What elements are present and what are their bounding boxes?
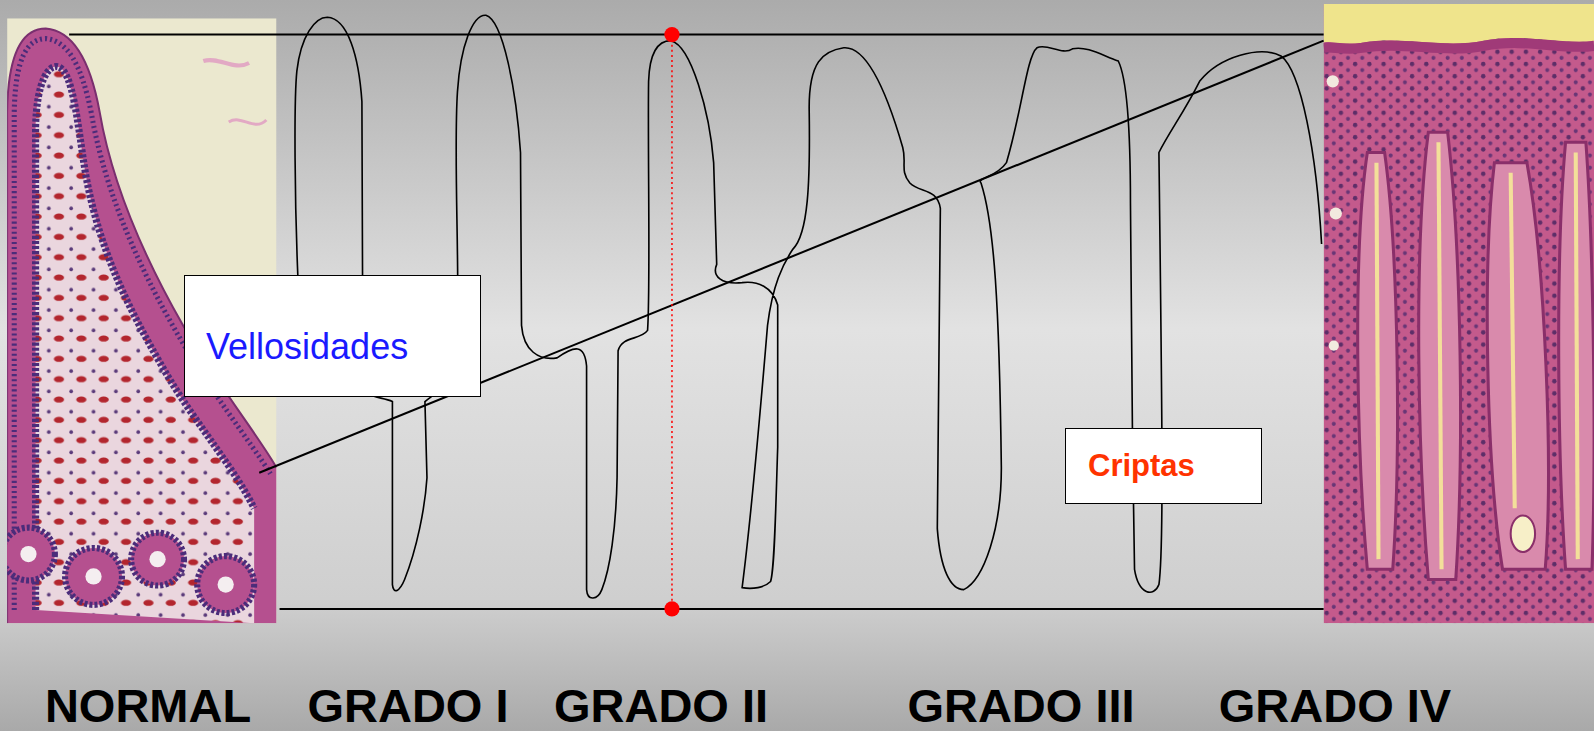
crypt bbox=[1487, 163, 1548, 570]
grade-label: NORMAL bbox=[45, 682, 251, 729]
measure-dot bbox=[664, 601, 679, 616]
label-box: Vellosidades bbox=[184, 275, 481, 397]
crypt-lumen bbox=[1511, 515, 1535, 552]
box-text: Criptas bbox=[1088, 448, 1195, 484]
schematic bbox=[2, 4, 1594, 623]
crypt-lumen bbox=[20, 546, 36, 562]
crypt-lumen bbox=[218, 576, 234, 592]
crypt bbox=[7, 528, 55, 581]
crypt bbox=[131, 533, 184, 586]
crypt bbox=[197, 556, 254, 613]
surface-epithelium bbox=[1324, 43, 1594, 49]
grade-label: GRADO II bbox=[554, 682, 768, 729]
lumen bbox=[1324, 4, 1594, 44]
tissue-ground bbox=[1324, 4, 1594, 623]
measure-line bbox=[671, 35, 673, 609]
crypt bbox=[65, 548, 122, 605]
label-box: Criptas bbox=[1065, 428, 1262, 504]
goblet-cell bbox=[1330, 207, 1342, 219]
measure-dot bbox=[664, 27, 679, 42]
crypt-lumen bbox=[85, 568, 101, 584]
grade-label: GRADO IV bbox=[1219, 682, 1451, 729]
crypt bbox=[1358, 152, 1398, 569]
grade-label: GRADO III bbox=[907, 682, 1134, 729]
atrophic-histology bbox=[1324, 4, 1594, 623]
crypt-lumen bbox=[1576, 152, 1578, 559]
goblet-cell bbox=[1327, 75, 1339, 87]
goblet-cell bbox=[1329, 341, 1339, 351]
crypt-lumen bbox=[1438, 142, 1441, 569]
bottom-line bbox=[280, 608, 1324, 610]
crypt-lumen bbox=[149, 551, 165, 567]
crypt bbox=[1419, 132, 1461, 579]
trend-line bbox=[259, 41, 1323, 473]
crypt-lumen bbox=[1511, 173, 1515, 508]
nuclei bbox=[1324, 4, 1594, 623]
crypt-lumen bbox=[1376, 163, 1378, 559]
top-line bbox=[69, 34, 1323, 36]
crypt bbox=[1559, 142, 1594, 569]
grade-label: GRADO I bbox=[307, 682, 508, 729]
box-text: Vellosidades bbox=[206, 326, 408, 368]
debris bbox=[203, 60, 249, 66]
debris bbox=[229, 120, 267, 124]
